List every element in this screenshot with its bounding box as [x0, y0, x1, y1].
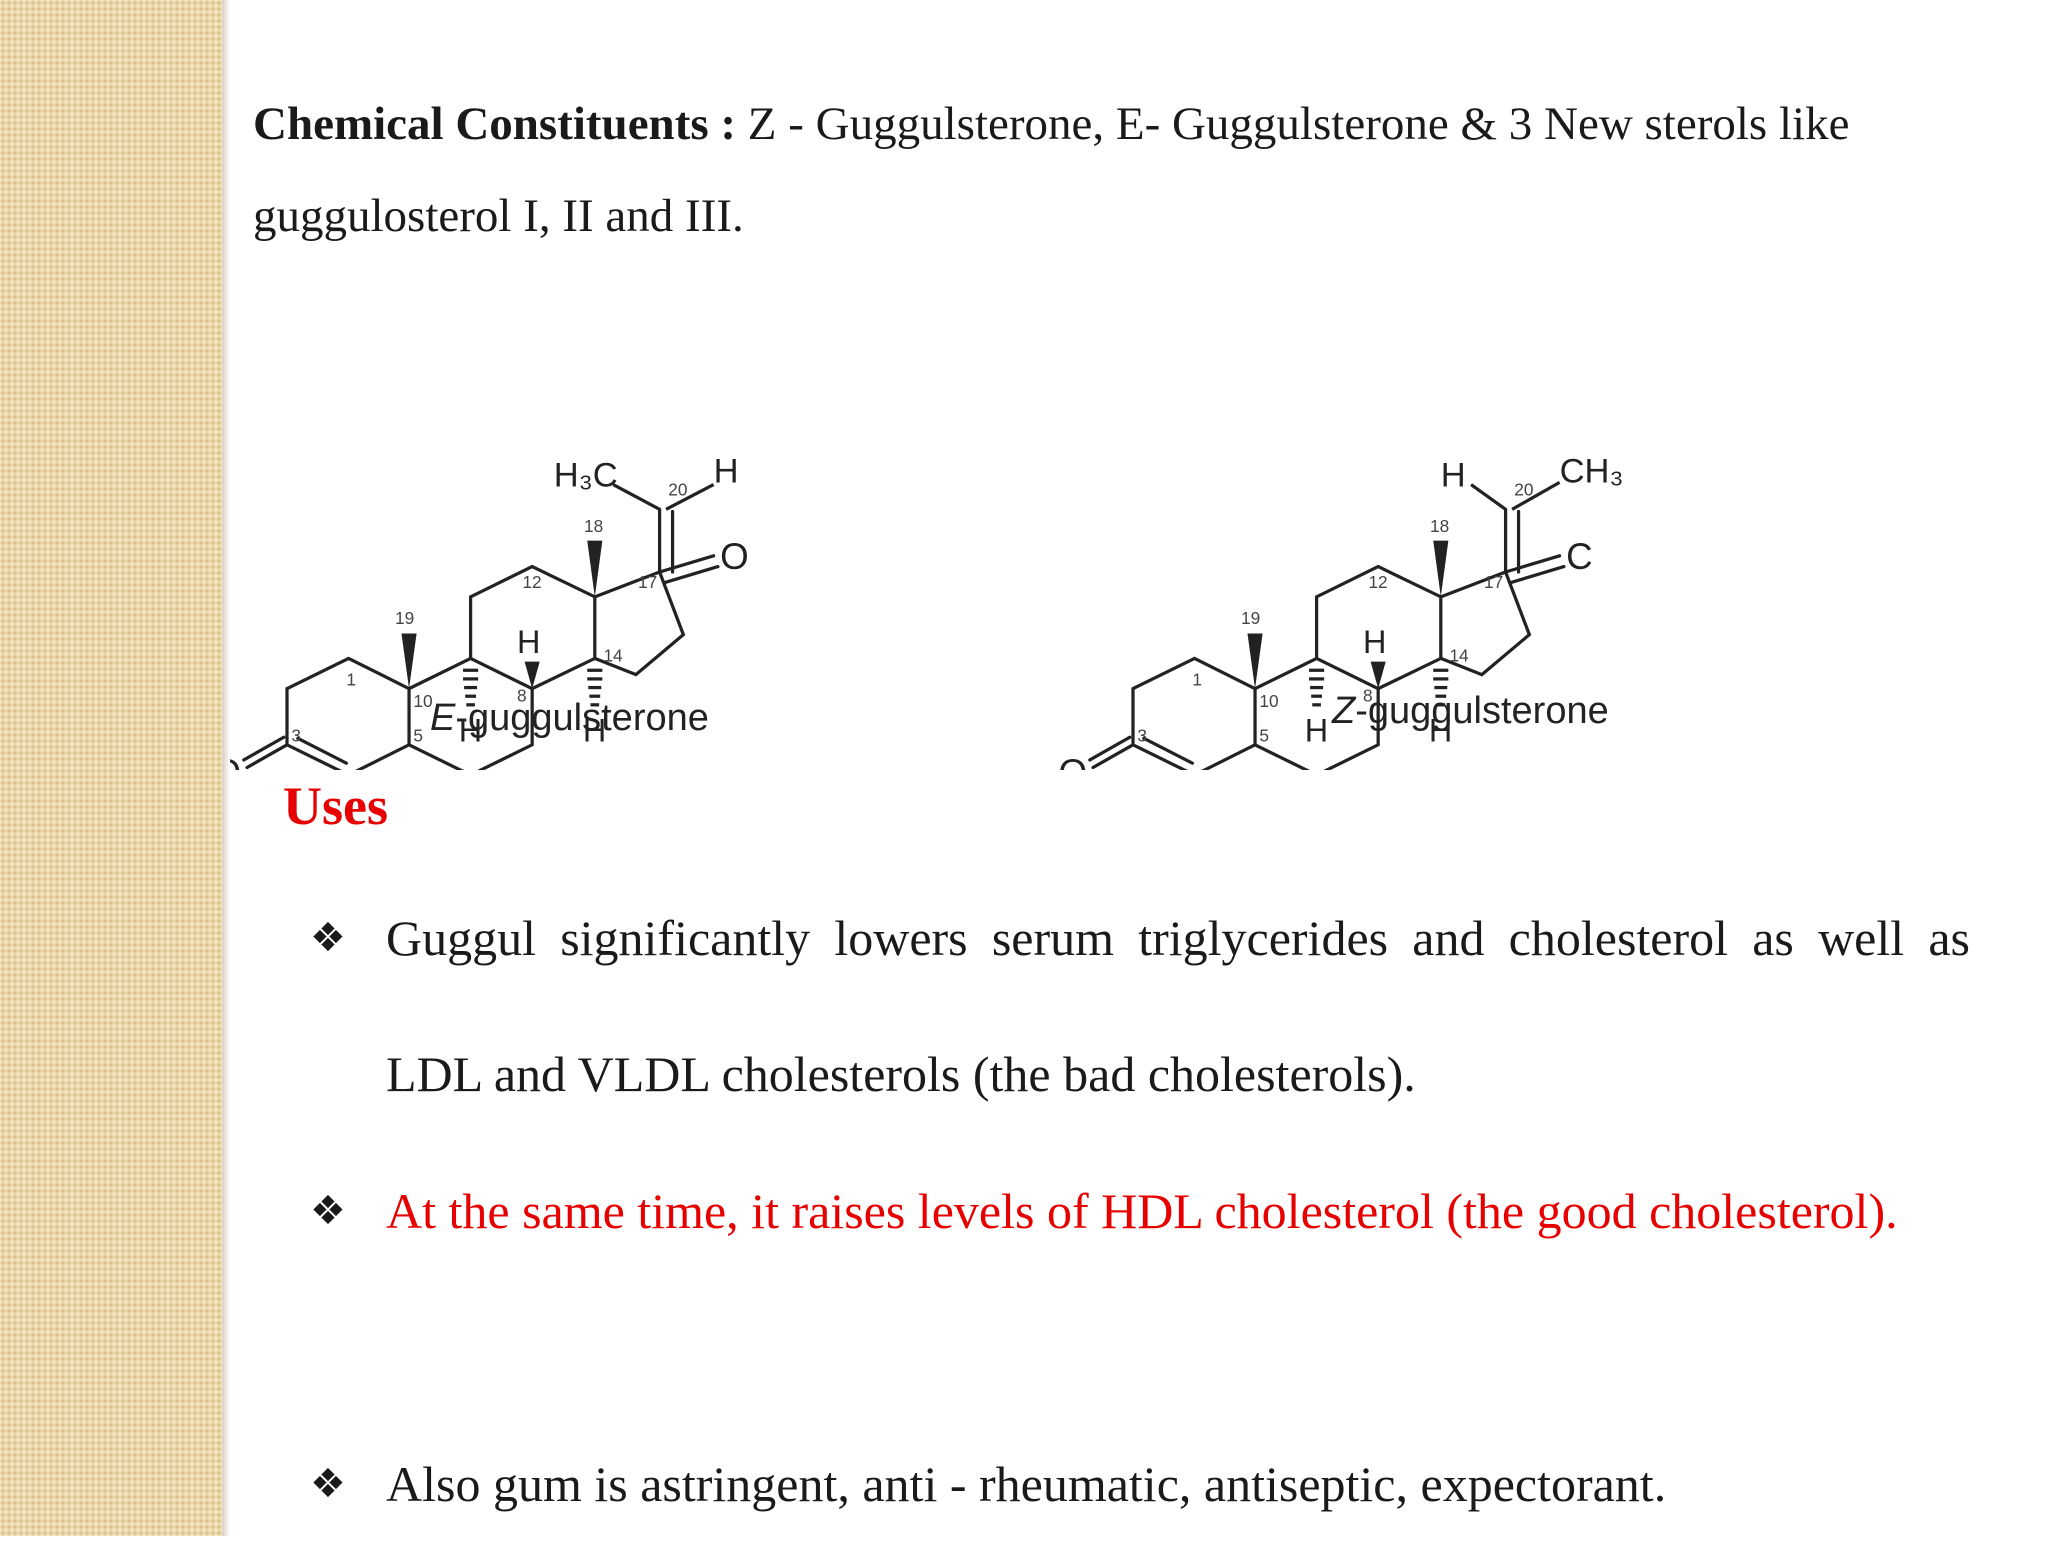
- constituents-paragraph: Chemical Constituents : Z - Guggulsteron…: [253, 78, 1993, 262]
- z-locant-8: 8: [1363, 686, 1373, 706]
- z-locant-5: 5: [1259, 726, 1269, 746]
- z-locant-1: 1: [1192, 669, 1202, 689]
- e-locant-5: 5: [413, 726, 423, 746]
- e-guggulsterone-structure: H₃C H O O H H H 20 18 12 17 19 14 1 10 8…: [230, 452, 749, 770]
- z-locant-12: 12: [1368, 572, 1387, 592]
- z-locant-3: 3: [1137, 726, 1147, 746]
- e-locant-14: 14: [603, 646, 623, 666]
- constituents-label: Chemical Constituents :: [253, 98, 737, 150]
- e-locant-18: 18: [584, 516, 603, 536]
- z-caption-suffix: -guggulsterone: [1355, 690, 1609, 732]
- z-caption-prefix: Z: [1331, 690, 1357, 732]
- e-carbonyl-oxygen: O: [230, 752, 241, 770]
- decorative-side-strip: [0, 0, 222, 1536]
- z-guggulsterone-structure: H CH₃ O C H H H 20 18 12 17 19 14 1 10 8…: [1058, 452, 1624, 770]
- z-locant-17: 17: [1484, 572, 1503, 592]
- e-locant-19: 19: [395, 608, 414, 628]
- uses-bullet-1: ❖ Guggul significantly lowers serum trig…: [310, 870, 1970, 1142]
- e-caption-prefix: E: [430, 697, 456, 739]
- z-h-label-c14: H: [1429, 713, 1452, 749]
- z-h-label-c9: H: [1305, 713, 1328, 749]
- e-h-label-c8: H: [517, 624, 540, 660]
- e-locant-1: 1: [346, 669, 356, 689]
- z-ketone-oxygen: C: [1566, 536, 1593, 577]
- uses-heading: Uses: [283, 776, 388, 836]
- e-caption-suffix: -guggulsterone: [455, 697, 709, 739]
- uses-bullet-2-text: At the same time, it raises levels of HD…: [386, 1183, 1898, 1239]
- e-locant-17: 17: [638, 572, 657, 592]
- uses-bullet-3: ❖ Also gum is astringent, anti - rheumat…: [310, 1416, 1970, 1552]
- z-right-group-label: CH₃: [1560, 452, 1624, 490]
- uses-bullet-1-text: Guggul significantly lowers serum trigly…: [386, 910, 1970, 1102]
- guggulsterone-structures-figure: H₃C H O O H H H 20 18 12 17 19 14 1 10 8…: [230, 452, 1624, 770]
- bullet-diamond-icon: ❖: [310, 1461, 346, 1507]
- z-guggulsterone-caption: Z-guggulsterone: [1331, 690, 1609, 732]
- uses-bullet-2: ❖ At the same time, it raises levels of …: [310, 1143, 1970, 1279]
- bullet-diamond-icon: ❖: [310, 1188, 346, 1234]
- z-locant-20: 20: [1514, 479, 1533, 499]
- e-guggulsterone-caption: E-guggulsterone: [430, 697, 709, 739]
- e-ketone-oxygen: O: [720, 536, 749, 577]
- z-left-group-label: H: [1441, 457, 1466, 495]
- e-locant-3: 3: [291, 726, 301, 746]
- z-locant-10: 10: [1259, 691, 1278, 711]
- constituents-text: Z - Guggulsterone, E- Guggulsterone & 3 …: [253, 98, 1850, 242]
- side-strip-shadow: [222, 0, 230, 1536]
- e-left-group-label: H₃C: [554, 457, 618, 495]
- e-h-label-c14: H: [583, 713, 606, 749]
- bullet-diamond-icon: ❖: [310, 915, 346, 961]
- uses-bullet-3-text: Also gum is astringent, anti - rheumatic…: [386, 1456, 1667, 1512]
- e-locant-8: 8: [517, 686, 527, 706]
- e-h-label-c9: H: [459, 713, 482, 749]
- e-right-group-label: H: [714, 452, 739, 490]
- z-locant-19: 19: [1241, 608, 1260, 628]
- e-locant-10: 10: [413, 691, 432, 711]
- e-locant-12: 12: [522, 572, 541, 592]
- z-locant-14: 14: [1449, 646, 1469, 666]
- e-locant-20: 20: [668, 479, 687, 499]
- z-locant-18: 18: [1430, 516, 1449, 536]
- z-carbonyl-oxygen: O: [1058, 752, 1087, 770]
- z-h-label-c8: H: [1363, 624, 1386, 660]
